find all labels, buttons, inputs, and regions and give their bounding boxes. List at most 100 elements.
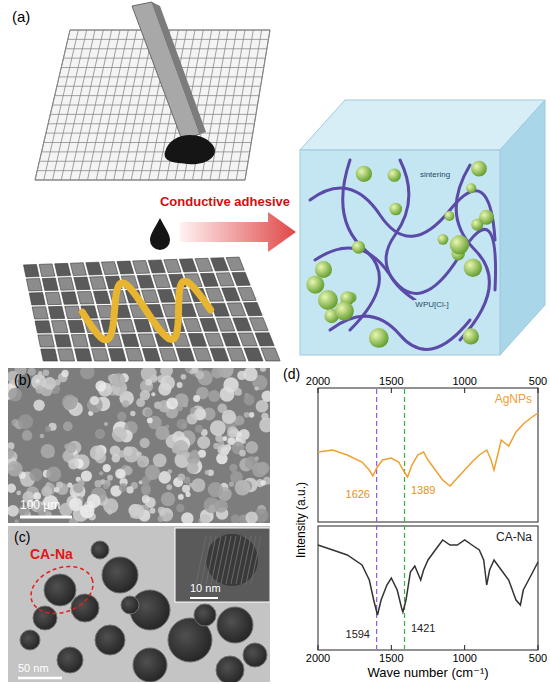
weave-cell [188,333,206,346]
tem-inset [175,528,270,602]
tem-particle [57,647,83,673]
sem-grain [103,464,111,472]
sem-grain [122,400,129,407]
silver-particle [306,276,324,294]
lattice-fringe [196,536,206,584]
weave-cell [138,334,156,347]
mesh-line [48,123,254,124]
weave-cell [24,264,40,277]
weave-cell [48,306,64,318]
spectrum-curve [318,413,538,486]
sem-grain [231,514,240,523]
figure-label: Wave number (cm⁻¹) [367,666,488,681]
sem-grain [244,412,250,418]
sem-grain [242,440,246,444]
sem-grain [195,425,203,433]
sem-grain [218,444,230,456]
weave-cell [200,318,218,331]
mesh-line [46,133,253,134]
silver-particle [352,241,365,254]
weave-cell [244,348,263,361]
sem-grain [153,454,167,468]
weave-cell [183,319,201,332]
sem-grain [235,480,251,496]
sem-grain [99,471,103,475]
sem-grain [68,459,79,470]
silver-particle [356,166,372,182]
sem-grain [196,371,205,380]
sem-grain [46,467,61,482]
sem-grain [69,498,83,512]
sem-grain [61,370,68,377]
sem-grain [147,417,153,423]
mesh-line [37,170,246,171]
sem-grain [210,420,226,436]
figure-label: Conductive adhesive [160,195,290,210]
plot-frame [318,526,538,650]
figure-label: 1000 [452,375,476,388]
sem-grain [229,464,237,472]
weave-cell [244,303,263,316]
weave-cell [148,260,165,273]
weave-cell [255,333,274,346]
weave-cell [195,258,213,271]
sem-grain [142,407,152,417]
sem-grain [189,370,193,374]
weave-cell [35,321,51,333]
axis-ticks [318,388,538,650]
lattice-fringe [201,536,211,584]
axis-tick [538,645,539,650]
sem-grain [260,368,266,372]
sem-grain [211,368,223,378]
plot-frame [318,388,538,522]
sem-grain [254,456,258,460]
lattice-fringe [211,536,221,584]
sem-grain [14,519,18,523]
sem-grain [136,451,142,457]
sem-grain [22,430,33,441]
sem-grain [177,419,188,430]
weave-cell [75,349,92,361]
mesh-line [57,86,261,87]
figure-label: (a) [12,8,30,25]
sem-grain [149,508,155,514]
sem-grain [119,483,128,492]
figure-label: 50 nm [18,662,49,675]
weave-cell [206,288,224,301]
sem-grain [103,483,109,489]
weave-cell [158,289,176,302]
sem-grain [95,381,106,392]
sem-grain [108,375,114,381]
weave-cell [134,319,152,332]
weave-cell [71,335,88,347]
weave-cell [227,303,245,316]
weave-cell [93,291,110,304]
sem-grain [167,469,172,474]
sem-grain [151,392,155,396]
sem-grain [111,373,125,387]
mesh-line [55,95,259,96]
weave-cell [142,348,160,361]
silver-particle [471,219,483,231]
sem-grain [63,422,73,432]
sem-grain [244,394,255,405]
lattice-fringe [246,536,256,584]
weave-cell [51,321,68,333]
sem-grain [227,426,238,437]
mesh-line [44,142,252,143]
silver-particle [463,328,479,344]
figure-label: (b) [14,372,31,388]
scale-bar [20,516,72,519]
sem-grain [261,391,270,402]
weave-cell [90,277,107,290]
sem-grain [221,447,230,456]
axis-tick [391,388,392,393]
weave-cell [216,273,234,286]
weave-cell [32,307,48,319]
figure-label: 1626 [344,488,372,501]
silver-particle [444,211,454,221]
weave-cell [70,263,86,276]
sem-grain [164,513,172,521]
sem-grain [155,426,169,440]
